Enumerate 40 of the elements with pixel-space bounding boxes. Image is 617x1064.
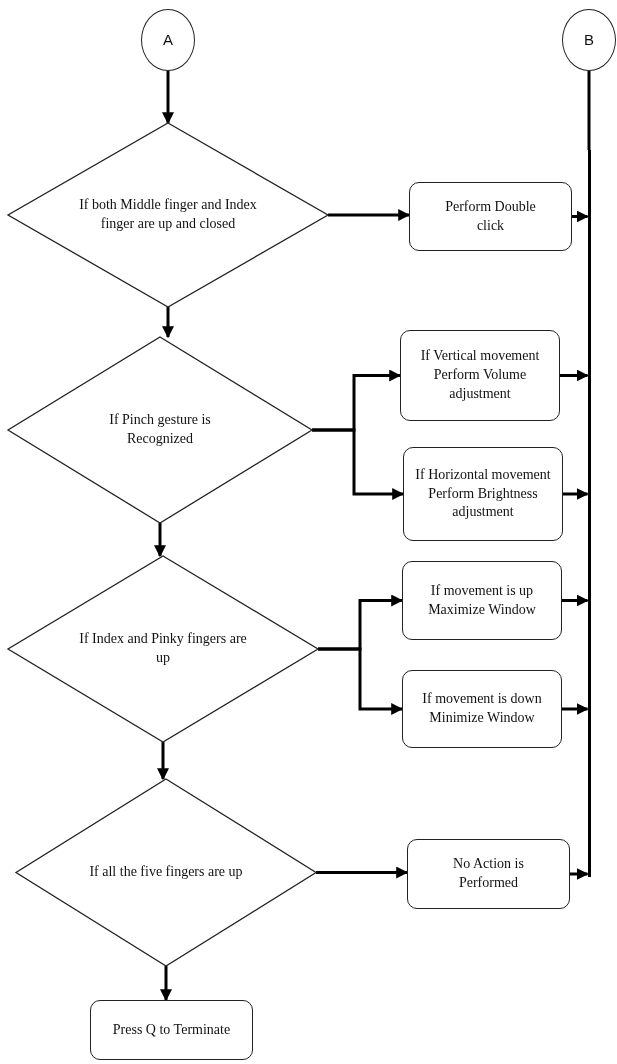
arrow (162, 307, 174, 339)
process-box (90, 1000, 253, 1060)
arrow (162, 71, 174, 125)
arrow (560, 369, 589, 382)
vertical-line (587, 150, 591, 877)
process-box (402, 670, 562, 748)
process-box (409, 182, 572, 251)
node-text: No Action is Performed (452, 855, 525, 892)
node-text: If both Middle finger and Index finger are up and closed (78, 196, 258, 233)
node-text: B (584, 29, 594, 50)
arrow (154, 523, 166, 558)
node-text: If all the five fingers are up (89, 863, 243, 882)
arrow (160, 966, 172, 1002)
node-text: If Pinch gesture is Recognized (108, 411, 212, 448)
process-box (400, 330, 560, 421)
arrow (562, 594, 589, 607)
decision-diamond (8, 556, 318, 742)
node-text: If movement is down Minimize Window (421, 690, 543, 727)
node-text: Press Q to Terminate (112, 1020, 231, 1039)
process-box (403, 447, 563, 541)
arrow (563, 488, 589, 500)
process-box (402, 561, 562, 640)
decision-diamond (8, 337, 312, 523)
arrow (570, 868, 589, 880)
arrow (572, 210, 589, 223)
node-text: Perform Double click (444, 197, 537, 235)
decision-diamond (8, 123, 328, 307)
node-text: If Horizontal movement Perform Brightness adjustment (414, 465, 552, 522)
arrow (157, 742, 169, 781)
arrow (316, 866, 409, 879)
arrow (562, 703, 589, 715)
decision-diamond (16, 779, 316, 966)
arrow (328, 209, 411, 221)
process-box (407, 839, 570, 909)
node-text: A (163, 29, 173, 50)
node-text: If Vertical movement Perform Volume adjustment (419, 347, 541, 403)
arrow (318, 647, 404, 715)
node-text: If Index and Pinky fingers are up (78, 630, 248, 667)
node-text: If movement is up Maximize Window (427, 581, 537, 619)
arrow (312, 428, 405, 500)
